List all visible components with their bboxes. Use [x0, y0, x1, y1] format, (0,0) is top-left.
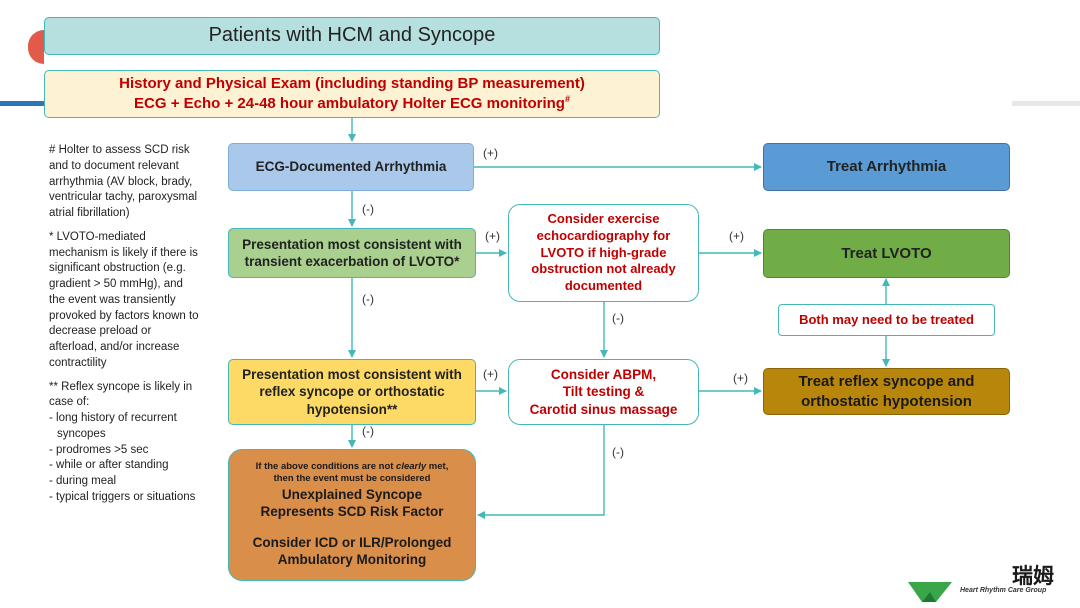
scd-risk-factor-heading: Represents SCD Risk Factor [260, 503, 444, 519]
note-reflex-item: - long history of recurrent syncopes [49, 412, 177, 440]
footnotes: # Holter to assess SCD risk and to docum… [49, 143, 199, 506]
treat-arrhythmia-label: Treat Arrhythmia [826, 158, 947, 176]
lvoto-presentation-line-1: Presentation most consistent with [242, 236, 462, 252]
edge-label-echo-positive: (+) [729, 229, 744, 243]
history-line-1: History and Physical Exam (including sta… [119, 74, 585, 92]
note-reflex-list: - long history of recurrent syncopes - p… [49, 411, 199, 506]
title-box: Patients with HCM and Syncope [44, 17, 660, 55]
ecg-arrhythmia-label: ECG-Documented Arrhythmia [255, 159, 447, 175]
node-both-treated: Both may need to be treated [778, 304, 995, 336]
page-title: Patients with HCM and Syncope [208, 24, 496, 47]
node-lvoto-presentation: Presentation most consistent with transi… [228, 228, 476, 278]
lvoto-presentation-line-2: transient exacerbation of LVOTO* [244, 254, 460, 269]
reflex-presentation-line-3: hypotension** [306, 401, 398, 417]
note-reflex-intro: ** Reflex syncope is likely in case of: [49, 380, 193, 409]
edge-label-echo-negative: (-) [612, 311, 624, 325]
icd-ilr-line-2: Ambulatory Monitoring [277, 552, 427, 568]
exercise-echo-line-4: obstruction not already [531, 261, 676, 277]
logo-english-text: Heart Rhythm Care Group [960, 587, 1047, 594]
history-line-2: ECG + Echo + 24-48 hour ambulatory Holte… [134, 93, 570, 112]
note-reflex-item: - while or after standing [49, 459, 169, 472]
abpm-line-2: Tilt testing & [562, 384, 645, 400]
abpm-line-1: Consider ABPM, [550, 367, 657, 383]
both-treated-label: Both may need to be treated [799, 311, 974, 327]
node-treat-lvoto: Treat LVOTO [763, 229, 1010, 278]
arrow-abpm-to-unexplained [477, 425, 605, 519]
note-reflex: ** Reflex syncope is likely in case of: … [49, 380, 199, 506]
holter-footnote-mark: # [564, 93, 570, 104]
edge-label-reflex-positive: (+) [483, 367, 498, 381]
right-grey-rule [1012, 101, 1080, 106]
edge-label-reflex-negative: (-) [362, 424, 374, 438]
logo-chinese-text: 瑞姆 [1012, 564, 1054, 588]
edge-label-ecg-negative: (-) [362, 202, 374, 216]
node-ecg-arrhythmia: ECG-Documented Arrhythmia [228, 143, 474, 191]
left-blue-rule [0, 101, 44, 106]
treat-lvoto-label: Treat LVOTO [841, 244, 932, 262]
history-box: History and Physical Exam (including sta… [44, 70, 660, 118]
note-reflex-item: - during meal [49, 475, 117, 487]
left-red-accent [28, 30, 44, 64]
note-reflex-item: - prodromes >5 sec [49, 443, 149, 456]
exercise-echo-line-5: documented [564, 278, 643, 294]
icd-ilr-line-1: Consider ICD or ILR/Prolonged [252, 535, 452, 551]
edge-label-ecg-positive: (+) [483, 146, 498, 160]
exercise-echo-line-1: Consider exercise [547, 210, 660, 226]
exercise-echo-line-2: echocardiography for [536, 227, 671, 243]
treat-reflex-line-1: Treat reflex syncope and [798, 373, 975, 391]
reflex-presentation-line-2: reflex syncope or orthostatic [259, 384, 445, 400]
edge-label-abpm-negative: (-) [612, 445, 624, 459]
node-treat-reflex: Treat reflex syncope and orthostatic hyp… [763, 368, 1010, 415]
edge-label-abpm-positive: (+) [733, 371, 748, 385]
note-reflex-item: - typical triggers or situations [49, 490, 196, 503]
unexplained-condition-line-2: then the event must be considered [273, 473, 431, 485]
note-lvoto: * LVOTO-mediated mechanism is likely if … [49, 230, 199, 369]
node-reflex-presentation: Presentation most consistent with reflex… [228, 359, 476, 425]
edge-label-lvoto-positive: (+) [485, 229, 500, 243]
reflex-presentation-line-1: Presentation most consistent with [242, 367, 462, 383]
abpm-line-3: Carotid sinus massage [529, 401, 678, 417]
unexplained-condition-line-1: If the above conditions are not clearly … [255, 461, 449, 473]
note-holter: # Holter to assess SCD risk and to docum… [49, 144, 198, 219]
unexplained-syncope-heading: Unexplained Syncope [281, 486, 423, 502]
node-abpm: Consider ABPM, Tilt testing & Carotid si… [508, 359, 699, 425]
node-exercise-echo: Consider exercise echocardiography for L… [508, 204, 699, 302]
edge-label-lvoto-negative: (-) [362, 292, 374, 306]
node-treat-arrhythmia: Treat Arrhythmia [763, 143, 1010, 191]
node-unexplained-syncope: If the above conditions are not clearly … [228, 449, 476, 581]
exercise-echo-line-3: LVOTO if high-grade [540, 244, 667, 260]
logo-mark-icon [908, 582, 952, 602]
treat-reflex-line-2: orthostatic hypotension [801, 392, 972, 410]
